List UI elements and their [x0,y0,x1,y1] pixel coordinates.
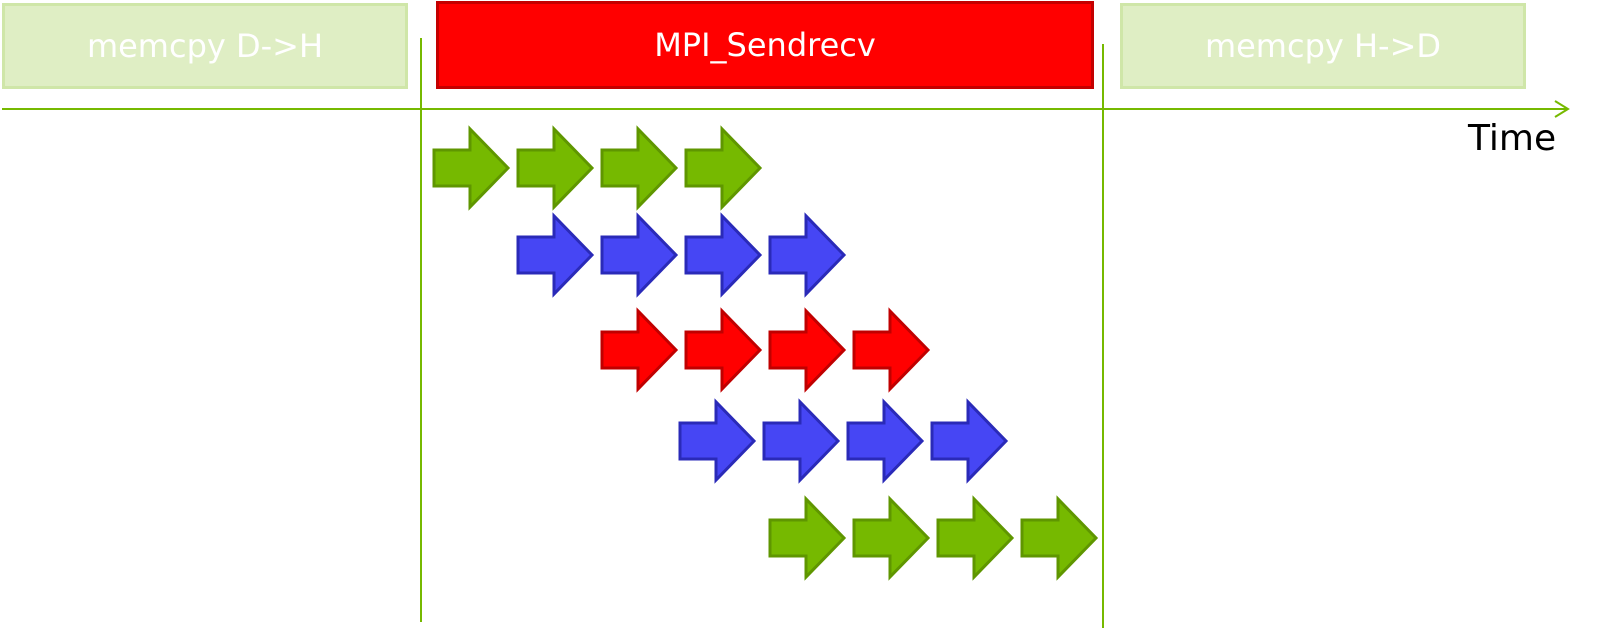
pipeline-arrow-green-icon [936,495,1015,581]
pipeline-arrow-blue-icon [762,398,841,484]
pipeline-arrow-green-icon [684,125,763,211]
pipeline-arrow-blue-icon [678,398,757,484]
pipeline-arrow-red-icon [852,307,931,393]
pipeline-arrow-blue-icon [516,212,595,298]
time-axis [2,38,1570,628]
mpi-sendrecv-label: MPI_Sendrecv [654,26,876,64]
pipeline-arrow-blue-icon [930,398,1009,484]
mpi-sendrecv-block: MPI_Sendrecv [436,1,1094,89]
time-axis-label: Time [1468,118,1557,159]
pipeline-arrow-green-icon [768,495,847,581]
pipeline-arrow-green-icon [852,495,931,581]
pipeline-arrow-red-icon [684,307,763,393]
pipeline-arrow-green-icon [600,125,679,211]
pipeline-arrow-blue-icon [600,212,679,298]
pipeline-arrow-blue-icon [846,398,925,484]
pipeline-arrows [432,125,1099,581]
pipeline-arrow-blue-icon [684,212,763,298]
pipeline-arrow-green-icon [432,125,511,211]
memcpy-d2h-block: memcpy D->H [2,3,408,89]
pipeline-arrow-green-icon [516,125,595,211]
pipeline-arrow-red-icon [768,307,847,393]
memcpy-h2d-block: memcpy H->D [1120,3,1526,89]
pipeline-arrow-blue-icon [768,212,847,298]
memcpy-h2d-label: memcpy H->D [1204,27,1442,65]
pipeline-arrow-green-icon [1020,495,1099,581]
memcpy-d2h-label: memcpy D->H [86,27,324,65]
pipeline-arrow-red-icon [600,307,679,393]
time-axis-arrowhead [1554,100,1570,118]
